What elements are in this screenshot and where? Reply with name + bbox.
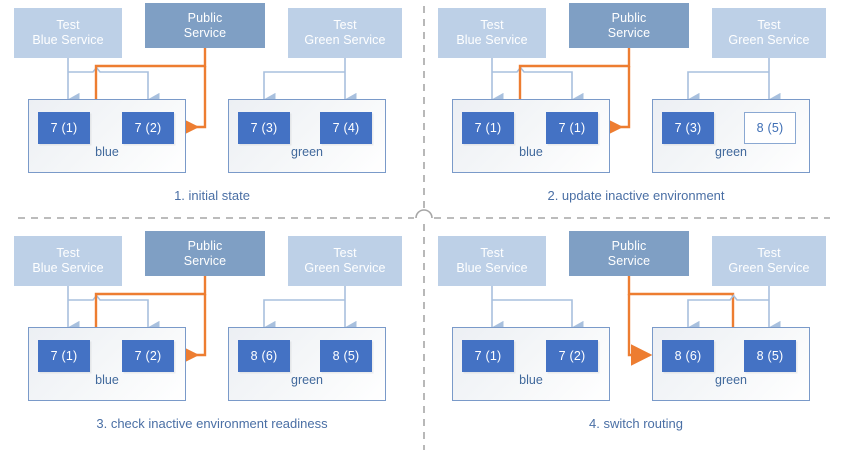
instance-label: 7 (2) [134,349,162,363]
test-blue-service-label-line2: Blue Service [456,261,528,275]
test-blue-service-label-line1: Test [480,246,504,260]
blue-environment-label: blue [95,373,119,387]
test-green-service-label-line1: Test [757,246,781,260]
test-blue-service-box[interactable]: Test Blue Service [438,236,546,286]
blue-environment-label: blue [519,373,543,387]
public-service-label-line1: Public [611,10,647,25]
instance-box[interactable]: 7 (1) [462,340,514,372]
green-environment-label: green [715,145,747,159]
green-environment-label: green [291,373,323,387]
public-service-label-line2: Service [183,25,227,40]
instance-box[interactable]: 8 (5) [320,340,372,372]
instance-label: 7 (1) [474,121,502,135]
test-green-service-label-line2: Green Service [304,33,386,47]
public-service-label-line1: Public [611,238,647,253]
instance-box[interactable]: 7 (2) [122,112,174,144]
instance-box[interactable]: 7 (3) [238,112,290,144]
green-environment-label: green [715,373,747,387]
test-blue-service-box[interactable]: Test Blue Service [14,8,122,58]
test-green-service-box[interactable]: Test Green Service [288,236,402,286]
instance-label: 8 (5) [756,349,784,363]
test-blue-service-box[interactable]: Test Blue Service [438,8,546,58]
test-blue-service-label-line2: Blue Service [32,261,104,275]
public-service-box[interactable]: Public Service [569,231,689,276]
instance-box[interactable]: 8 (6) [662,340,714,372]
panel-3-caption: 3. check inactive environment readiness [96,416,328,431]
instance-label: 7 (1) [50,121,78,135]
test-green-service-label-line1: Test [333,18,357,32]
instance-box[interactable]: 7 (4) [320,112,372,144]
green-environment-label: green [291,145,323,159]
instance-label: 7 (1) [50,349,78,363]
test-blue-service-label-line1: Test [56,246,80,260]
test-green-service-label-line1: Test [757,18,781,32]
instance-box[interactable]: 8 (6) [238,340,290,372]
instance-label: 7 (2) [558,349,586,363]
instance-label: 8 (5) [332,349,360,363]
public-service-label-line1: Public [187,238,223,253]
instance-label: 7 (3) [674,121,702,135]
instance-box[interactable]: 7 (3) [662,112,714,144]
test-green-service-box[interactable]: Test Green Service [288,8,402,58]
instance-box[interactable]: 7 (1) [546,112,598,144]
instance-label: 8 (5) [756,121,784,135]
test-green-service-label-line2: Green Service [728,261,810,275]
test-green-service-box[interactable]: Test Green Service [712,236,826,286]
instance-label: 7 (1) [474,349,502,363]
instance-label: 7 (1) [558,121,586,135]
test-green-service-label-line2: Green Service [728,33,810,47]
public-service-label-line2: Service [607,25,651,40]
instance-box[interactable]: 8 (5) [744,340,796,372]
public-service-box[interactable]: Public Service [145,3,265,48]
blue-environment-label: blue [95,145,119,159]
public-service-label-line2: Service [183,253,227,268]
instance-box[interactable]: 7 (1) [38,340,90,372]
test-blue-service-label-line1: Test [56,18,80,32]
blue-environment-label: blue [519,145,543,159]
instance-box[interactable]: 7 (2) [546,340,598,372]
panel-1-caption: 1. initial state [174,188,250,203]
test-green-service-label-line1: Test [333,246,357,260]
test-green-service-box[interactable]: Test Green Service [712,8,826,58]
test-green-service-label-line2: Green Service [304,261,386,275]
instance-box[interactable]: 7 (1) [462,112,514,144]
public-service-label-line2: Service [607,253,651,268]
public-service-box[interactable]: Public Service [569,3,689,48]
public-service-box[interactable]: Public Service [145,231,265,276]
instance-label: 7 (4) [332,121,360,135]
public-service-label-line1: Public [187,10,223,25]
instance-label: 8 (6) [674,349,702,363]
instance-label: 7 (2) [134,121,162,135]
instance-box[interactable]: 7 (2) [122,340,174,372]
test-blue-service-label-line1: Test [480,18,504,32]
test-blue-service-label-line2: Blue Service [32,33,104,47]
instance-label: 7 (3) [250,121,278,135]
test-blue-service-label-line2: Blue Service [456,33,528,47]
instance-box[interactable]: 7 (1) [38,112,90,144]
instance-label: 8 (6) [250,349,278,363]
panel-4-caption: 4. switch routing [589,416,683,431]
test-blue-service-box[interactable]: Test Blue Service [14,236,122,286]
instance-box-pending[interactable]: 8 (5) [744,112,796,144]
panel-2-caption: 2. update inactive environment [547,188,725,203]
